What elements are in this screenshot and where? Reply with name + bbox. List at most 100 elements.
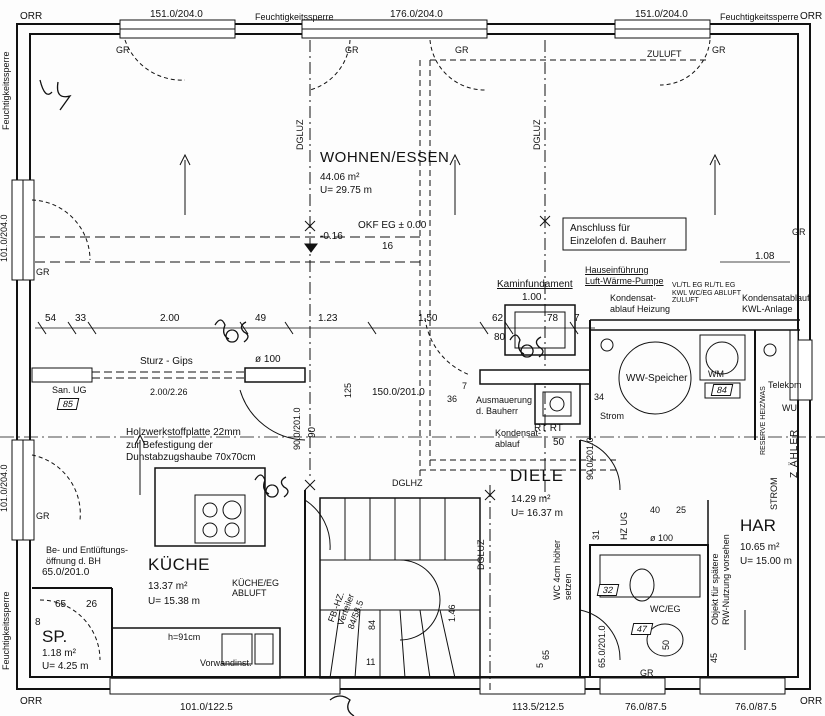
gr-label: GR: [712, 45, 726, 55]
hz-ug-label: HZ UG: [619, 512, 629, 540]
kondensat-ablauf-label: Kondensat- ablauf: [495, 428, 542, 449]
dimension: 5: [535, 662, 545, 668]
dimension: 11: [366, 657, 376, 667]
dimension: 1.00: [522, 292, 542, 303]
window-size-label: 76.0/87.5: [625, 702, 667, 713]
dimension: 2.00/2.26: [150, 387, 188, 397]
room-area: 13.37 m²: [148, 581, 188, 592]
room-perimeter: U= 15.38 m: [148, 596, 200, 607]
sturz-label: Sturz - Gips: [140, 356, 193, 367]
dimension: 1.08: [755, 251, 775, 262]
dimension: 49: [255, 313, 267, 324]
dgluz-label: DGLUZ: [532, 119, 542, 150]
floor-level-value: -0.16: [320, 231, 343, 242]
window-bottom-2: [479, 677, 586, 695]
reserve-label: RESERVE HEIZ/WAS: [760, 386, 767, 455]
dimension: 78: [547, 313, 559, 324]
room-name-har: HAR: [740, 516, 776, 535]
anschluss-note: Anschluss für Einzelofen d. Bauherr: [570, 223, 667, 247]
dimension: 8: [35, 617, 41, 628]
room-name-wohnen: WOHNEN/ESSEN: [320, 149, 450, 166]
window-size-label: 113.5/212.5: [512, 702, 565, 713]
feuchtigkeitssperre-label: Feuchtigkeitssperre: [255, 12, 334, 22]
dimension: 34: [594, 392, 605, 402]
window-size-label: 101.0/204.0: [0, 214, 9, 262]
strom-label: Strom: [600, 411, 625, 421]
room-name-kueche: KÜCHE: [148, 555, 211, 574]
dimension: 2.00: [160, 313, 180, 324]
dimension: h=91cm: [168, 632, 201, 642]
dimension: 54: [45, 313, 57, 324]
window-size-label: 151.0/204.0: [635, 9, 688, 20]
rt-label: RT RT: [534, 423, 563, 434]
feuchtigkeitssperre-label: Feuchtigkeitssperre: [1, 591, 11, 670]
kondensat-kwl-label: Kondensatablauf KWL-Anlage: [742, 293, 810, 314]
room-name-sp: SP.: [42, 627, 68, 646]
dglhz-label: DGLHZ: [392, 478, 423, 488]
window-bottom-4: [699, 677, 786, 695]
dimension: 65: [55, 599, 67, 610]
telekom-label: Telekom: [768, 380, 802, 390]
room-perimeter: U= 16.37 m: [511, 508, 563, 519]
wc-hoeher-note: WC 4cm höher setzen: [552, 539, 573, 600]
detail-tag: 84: [710, 384, 734, 396]
holzwerkstoff-note: Holzwerkstoffplatte 22mm zur Befestigung…: [126, 427, 256, 463]
dimension: 50: [553, 437, 565, 448]
gr-label: GR: [345, 45, 359, 55]
hauseinfuehrung-label: Hauseinführung Luft-Wärme-Pumpe: [585, 265, 664, 286]
dimension: 90: [307, 426, 318, 438]
window-size-label: 176.0/204.0: [390, 9, 443, 20]
window-size-label: 101.0/122.5: [180, 702, 233, 713]
dimension: 40: [650, 505, 661, 515]
door-size-label: 65.0/201.0: [42, 567, 90, 578]
room-area: 14.29 m²: [511, 494, 551, 505]
be-entlueftung-note: Be- und Entlüftungs- öffnung d. BH: [46, 545, 129, 566]
dimension: 50: [661, 639, 671, 650]
kondensat-heizung-label: Kondensat- ablauf Heizung: [610, 293, 671, 314]
dimension: ø 100: [255, 354, 281, 365]
gr-label: GR: [116, 45, 130, 55]
window-size-label: 151.0/204.0: [150, 9, 203, 20]
zaehler-label: Z ÄHLER: [789, 428, 800, 478]
dimension: 25: [676, 505, 687, 515]
room-perimeter: U= 4.25 m: [42, 661, 89, 672]
outer-wall-outer: [16, 23, 811, 690]
window-size-label: 101.0/204.0: [0, 464, 9, 512]
feuchtigkeitssperre-label: Feuchtigkeitssperre: [720, 12, 799, 22]
dgluz-label: DGLUZ: [295, 119, 305, 150]
door-size-label: 65.0/201.0: [597, 625, 607, 668]
dimension: 62: [492, 313, 504, 324]
door-size-label: 150.0/201.0: [372, 387, 425, 398]
floor-level: OKF EG ± 0.00: [358, 220, 427, 231]
gr-label: GR: [36, 267, 50, 277]
gr-label: GR: [36, 511, 50, 521]
dimension: 84: [367, 619, 377, 630]
room-area: 44.06 m²: [320, 172, 360, 183]
kueche-abluft-label: KÜCHE/EG ABLUFT: [232, 578, 280, 599]
wc-eg-label: WC/EG: [650, 604, 681, 614]
dimension: 1.23: [318, 313, 338, 324]
dimension: ø 100: [650, 533, 674, 543]
ww-speicher-label: WW-Speicher: [626, 373, 688, 384]
dimension: 33: [75, 313, 87, 324]
kaminfundament-label: Kaminfundament: [497, 279, 573, 290]
dimension: 1.46: [447, 604, 457, 622]
window-bottom-3: [599, 677, 666, 695]
detail-tag: 47: [630, 623, 654, 635]
window-size-label: 76.0/87.5: [735, 702, 777, 713]
window-bottom-1: [109, 677, 341, 695]
dimension: 31: [591, 529, 601, 540]
san-ug-label: San. UG: [52, 385, 87, 395]
dimension: 26: [86, 599, 98, 610]
gr-label: GR: [792, 227, 806, 237]
dimension: 80: [494, 332, 506, 343]
room-area: 10.65 m²: [740, 542, 780, 553]
door-size-label: 90.0/201.0: [585, 437, 595, 480]
dimension: 65: [541, 649, 551, 660]
wm-label: WM: [708, 369, 724, 379]
gr-label: GR: [455, 45, 469, 55]
room-area: 1.18 m²: [42, 648, 76, 659]
zuluft-label: ZULUFT: [647, 49, 682, 59]
